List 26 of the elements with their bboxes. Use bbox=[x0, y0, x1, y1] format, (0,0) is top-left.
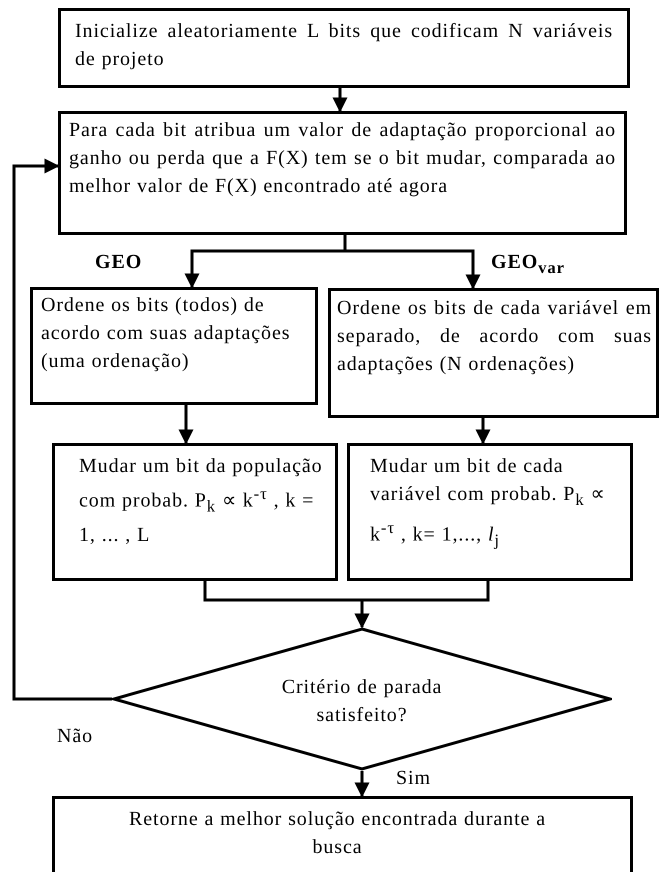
arrow bbox=[476, 418, 490, 444]
step-text: Inicialize aleatoriamente L bits que codificam N variáveis de projeto bbox=[75, 19, 613, 72]
process-box bbox=[347, 443, 633, 581]
arrow bbox=[354, 581, 490, 628]
arrow bbox=[354, 771, 370, 798]
process-box bbox=[58, 111, 627, 235]
edge-label: Não bbox=[57, 724, 94, 748]
step-text: Ordene os bits de cada variável em separado, de acordo com suas adaptações (N ordenações) bbox=[337, 296, 652, 377]
edge-label: GEO bbox=[95, 250, 142, 274]
step-text: Critério de parada satisfeito? bbox=[280, 675, 444, 728]
process-box bbox=[52, 796, 633, 872]
process-box bbox=[30, 287, 318, 405]
step-text: Mudar um bit da população com probab. P$_{k}$ ∝ k$^{-τ}$ , k = 1, ... , L bbox=[79, 454, 324, 548]
arrow bbox=[344, 235, 480, 290]
process-box bbox=[52, 443, 338, 581]
step-text: Mudar um bit de cada variável com probab. P$_{k}$ ∝ k$^{-τ}$ , k= 1,..., l$_{j}$ bbox=[370, 454, 606, 552]
arrow bbox=[178, 405, 194, 444]
process-box bbox=[58, 8, 630, 88]
step-text: Retorne a melhor solução encontrada durante a busca bbox=[128, 807, 547, 860]
edge-label: Sim bbox=[396, 766, 431, 790]
arrow bbox=[12, 158, 112, 700]
step-text: Ordene os bits (todos) de acordo com suas adaptações (uma ordenação) bbox=[41, 293, 292, 374]
step-text: Para cada bit atribua um valor de adaptação proporcional ao ganho ou perda que a F(X) tem se o bit mudar, comparada ao melhor valor de F(X) encontrado até agora bbox=[69, 118, 616, 199]
edge-label: GEO$_{var}$ bbox=[491, 250, 565, 279]
process-box bbox=[328, 288, 659, 418]
arrow bbox=[332, 88, 348, 112]
